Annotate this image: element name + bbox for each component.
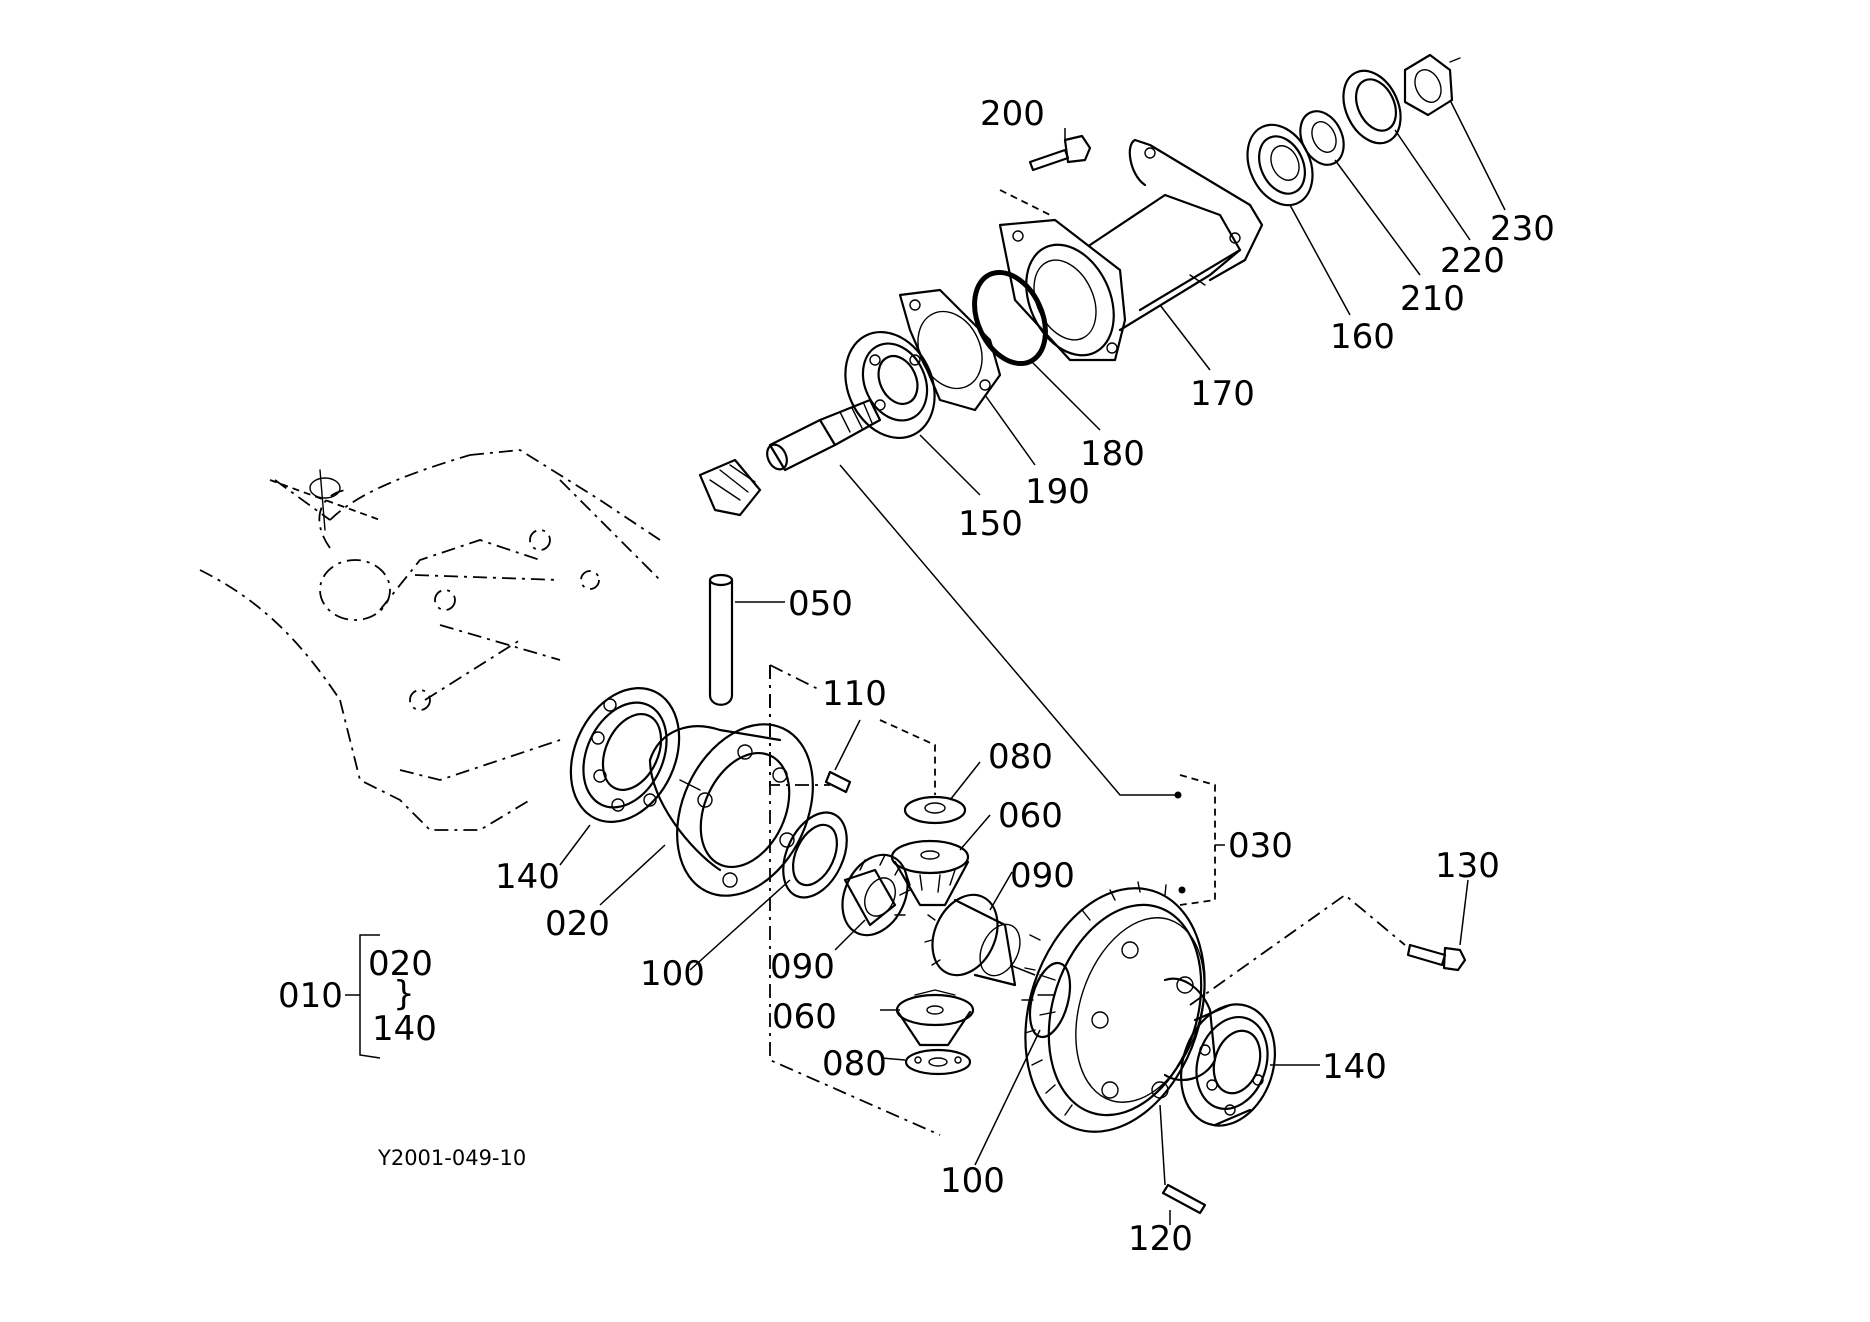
- label-090-left: 090: [770, 947, 835, 987]
- label-010: 010: [278, 976, 343, 1016]
- label-180: 180: [1080, 434, 1145, 474]
- bearing-140-right: [1180, 1003, 1276, 1127]
- label-090-right: 090: [1010, 856, 1075, 896]
- bearing-housing-170: [998, 138, 1264, 362]
- label-060-bottom: 060: [772, 997, 837, 1037]
- label-170: 170: [1190, 374, 1255, 414]
- label-160: 160: [1330, 317, 1395, 357]
- pinion-gear-060-top: [890, 839, 970, 907]
- leader-lines: [559, 99, 1506, 1225]
- o-ring-180: [972, 269, 1048, 367]
- pin-120: [1161, 1183, 1207, 1215]
- drawing-reference-code: Y2001-049-10: [377, 1146, 526, 1170]
- pin-110: [824, 770, 852, 794]
- ring-gear-030: [1021, 881, 1217, 1133]
- label-100-left: 100: [640, 954, 705, 994]
- group-range-separator: }: [393, 974, 415, 1014]
- group-range-from: 020: [368, 944, 433, 984]
- bearing-150: [844, 330, 936, 440]
- label-190: 190: [1025, 472, 1090, 512]
- axle-housing: [199, 449, 661, 831]
- label-080-bottom: 080: [822, 1044, 887, 1084]
- group-bracket-010: [345, 934, 381, 1059]
- side-gear-090-left: [841, 853, 911, 937]
- label-060-top: 060: [998, 796, 1063, 836]
- group-range-to: 140: [372, 1009, 437, 1049]
- collar-210: [1299, 110, 1345, 166]
- washer-080-top: [903, 795, 967, 825]
- label-150: 150: [958, 504, 1023, 544]
- label-140-right: 140: [1322, 1047, 1387, 1087]
- bearing-160: [1246, 123, 1314, 207]
- ring-220: [1342, 69, 1402, 145]
- bolt-200: [1028, 134, 1092, 172]
- side-gear-090-right: [924, 893, 1021, 987]
- label-120: 120: [1128, 1219, 1193, 1259]
- bevel-pinion-shaft: [698, 398, 882, 517]
- label-030: 030: [1228, 826, 1293, 866]
- label-210: 210: [1400, 279, 1465, 319]
- label-220: 220: [1440, 241, 1505, 281]
- label-200: 200: [980, 94, 1045, 134]
- label-080-top: 080: [988, 737, 1053, 777]
- label-050: 050: [788, 584, 853, 624]
- bearing-140-left: [569, 687, 681, 823]
- washer-080-bottom: [904, 1048, 972, 1076]
- thrust-washer-100-right: [1028, 961, 1072, 1039]
- label-130: 130: [1435, 846, 1500, 886]
- label-230: 230: [1490, 209, 1555, 249]
- label-110: 110: [822, 674, 887, 714]
- label-100-right: 100: [940, 1161, 1005, 1201]
- pin-050: [708, 573, 734, 706]
- thrust-washer-100-left: [782, 811, 848, 899]
- shim-190: [898, 288, 1002, 412]
- bolt-130: [1406, 943, 1467, 972]
- pinion-gear-060-bottom: [895, 989, 975, 1047]
- label-140-left: 140: [495, 857, 560, 897]
- nut-230: [1403, 53, 1461, 117]
- label-020: 020: [545, 904, 610, 944]
